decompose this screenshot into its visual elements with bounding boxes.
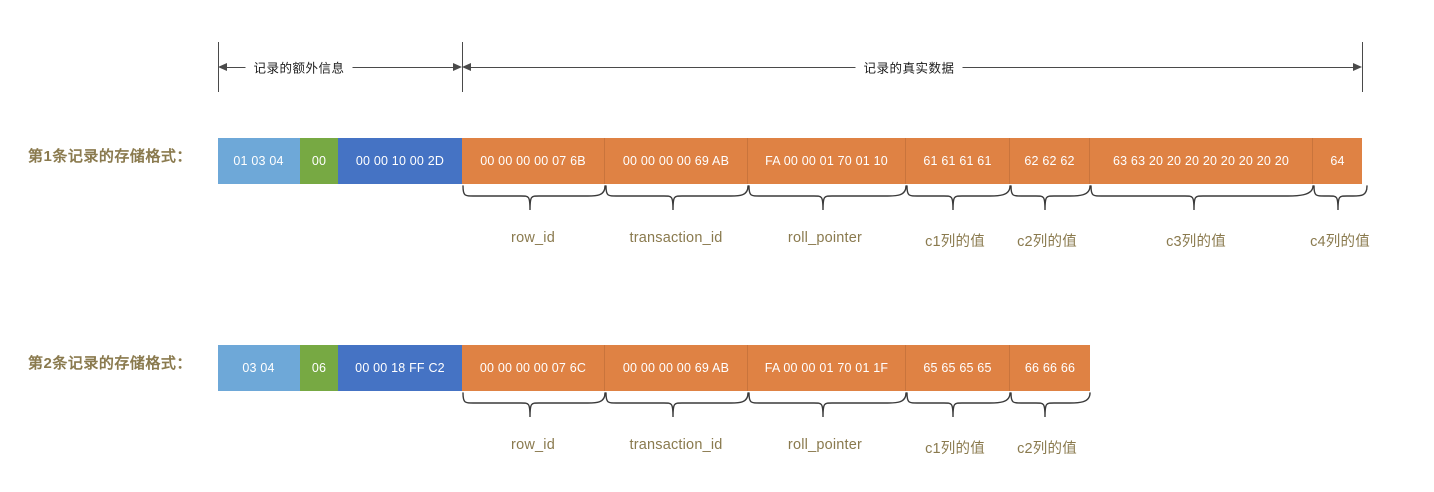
measure-extra-label: 记录的额外信息 bbox=[245, 57, 353, 77]
record-2-braces bbox=[462, 392, 1091, 418]
record-1-caption-c3: c3列的值 bbox=[1166, 234, 1226, 250]
record-1-caption-c1: c1列的值 bbox=[925, 234, 985, 250]
record-2-cell-record-header: 00 00 18 FF C2 bbox=[338, 345, 462, 391]
measure-real-label: 记录的真实数据 bbox=[855, 57, 963, 77]
record-2-cell-c2: 66 66 66 bbox=[1010, 345, 1090, 391]
measure-extra-arrow-right bbox=[453, 63, 462, 71]
measure-extra-arrow-left bbox=[218, 63, 227, 71]
record-2-caption-row-id: row_id bbox=[511, 437, 555, 453]
measure-tick-right bbox=[1362, 42, 1363, 92]
record-1-caption-roll-pointer: roll_pointer bbox=[787, 230, 863, 246]
record-2-cell-null-flags: 06 bbox=[300, 345, 338, 391]
record-2-caption-transaction-id: transaction_id bbox=[629, 437, 723, 453]
record-1-cell-c2: 62 62 62 bbox=[1010, 138, 1090, 184]
record-1-cell-c3: 63 63 20 20 20 20 20 20 20 20 bbox=[1090, 138, 1313, 184]
record-1-caption-transaction-id: transaction_id bbox=[629, 230, 723, 246]
record-2-caption-c2: c2列的值 bbox=[1017, 441, 1077, 457]
record-1-cell-null-flags: 00 bbox=[300, 138, 338, 184]
record-1-braces bbox=[462, 185, 1368, 211]
record-1-cell-record-header: 00 00 10 00 2D bbox=[338, 138, 462, 184]
record-2-cell-roll-pointer: FA 00 00 01 70 01 1F bbox=[748, 345, 906, 391]
record-2-row-label: 第2条记录的存储格式： bbox=[28, 355, 192, 372]
measure-real-arrow-left bbox=[462, 63, 471, 71]
record-1-caption-c2: c2列的值 bbox=[1017, 234, 1077, 250]
record-2-caption-c1: c1列的值 bbox=[925, 441, 985, 457]
record-1-cell-variable-field-lengths: 01 03 04 bbox=[218, 138, 300, 184]
record-2-cell-c1: 65 65 65 65 bbox=[906, 345, 1010, 391]
record-1-caption-row-id: row_id bbox=[511, 230, 555, 246]
record-2-cell-variable-field-lengths: 03 04 bbox=[218, 345, 300, 391]
record-1-cell-row-id: 00 00 00 00 07 6B bbox=[462, 138, 605, 184]
record-1-caption-c4: c4列的值 bbox=[1310, 234, 1370, 250]
record-2-caption-roll-pointer: roll_pointer bbox=[787, 437, 863, 453]
record-1-cell-roll-pointer: FA 00 00 01 70 01 10 bbox=[748, 138, 906, 184]
record-1-row-label: 第1条记录的存储格式： bbox=[28, 148, 192, 165]
measure-real-arrow-right bbox=[1353, 63, 1362, 71]
record-1-cell-transaction-id: 00 00 00 00 69 AB bbox=[605, 138, 748, 184]
record-2-cell-row-id: 00 00 00 00 07 6C bbox=[462, 345, 605, 391]
record-1-cell-c4: 64 bbox=[1313, 138, 1362, 184]
record-2-cell-transaction-id: 00 00 00 00 69 AB bbox=[605, 345, 748, 391]
record-1-cell-c1: 61 61 61 61 bbox=[906, 138, 1010, 184]
